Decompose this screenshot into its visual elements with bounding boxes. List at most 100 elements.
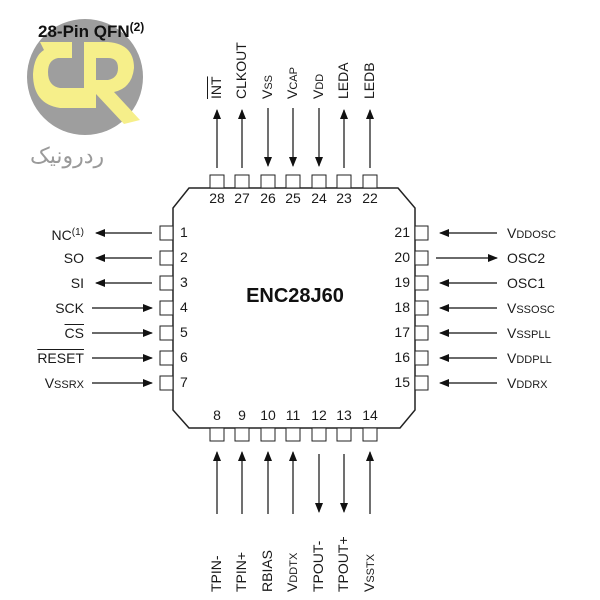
pin-label-text: CS bbox=[64, 325, 84, 341]
pin-number-1: 1 bbox=[180, 224, 188, 240]
pin-label-main: V bbox=[44, 375, 55, 391]
pin-number-11: 11 bbox=[285, 407, 301, 423]
pin-pad-6 bbox=[159, 350, 174, 366]
pin-label-subscript: SSTX bbox=[365, 553, 377, 583]
pin-label-11: VDDTX bbox=[284, 552, 301, 592]
pin-pad-22 bbox=[362, 174, 378, 189]
pin-pad-27 bbox=[234, 174, 250, 189]
pin-number-6: 6 bbox=[180, 349, 188, 365]
pin-label-main: V bbox=[507, 375, 517, 391]
pin-label-main: V bbox=[284, 89, 300, 99]
pin-label-14: VSSTX bbox=[361, 553, 378, 592]
pin-number-13: 13 bbox=[336, 407, 352, 423]
pin-label-19: OSC1 bbox=[507, 276, 545, 290]
pin-label-subscript: DDPLL bbox=[516, 354, 552, 366]
pin-number-8: 8 bbox=[213, 407, 221, 423]
pin-pad-17 bbox=[414, 325, 429, 341]
pin-label-main: V bbox=[507, 225, 517, 241]
chip-body bbox=[172, 187, 416, 429]
pin-label-8: TPIN- bbox=[208, 555, 224, 592]
pin-label-text: NC bbox=[51, 227, 72, 243]
pin-label-main: V bbox=[507, 350, 517, 366]
pin-label-5: CS bbox=[65, 326, 84, 340]
pin-number-20: 20 bbox=[394, 249, 410, 265]
pin-number-21: 21 bbox=[394, 224, 410, 240]
watermark-text: ردرونیک bbox=[30, 143, 105, 168]
pin-pad-9 bbox=[234, 427, 250, 442]
pin-pad-4 bbox=[159, 300, 174, 316]
pin-label-text: LEDB bbox=[361, 62, 377, 99]
pin-pad-13 bbox=[336, 427, 352, 442]
pin-number-4: 4 bbox=[180, 299, 188, 315]
pin-label-3: SI bbox=[71, 276, 84, 290]
pin-number-27: 27 bbox=[234, 190, 250, 206]
pin-pad-24 bbox=[311, 174, 327, 189]
pin-label-2: SO bbox=[64, 251, 84, 265]
pin-label-subscript: CAP bbox=[288, 67, 300, 90]
pin-pad-5 bbox=[159, 325, 174, 341]
pin-label-24: VDD bbox=[310, 73, 327, 99]
pin-label-18: VSSOSC bbox=[507, 301, 555, 317]
pin-number-10: 10 bbox=[260, 407, 276, 423]
pin-label-subscript: DD bbox=[314, 73, 326, 90]
pin-pad-26 bbox=[260, 174, 276, 189]
pin-number-19: 19 bbox=[394, 274, 410, 290]
pin-label-subscript: DDTX bbox=[288, 552, 300, 583]
pin-number-24: 24 bbox=[311, 190, 327, 206]
pin-label-main: V bbox=[361, 582, 377, 592]
pin-label-25: VCAP bbox=[284, 67, 301, 99]
pin-pad-18 bbox=[414, 300, 429, 316]
pin-number-2: 2 bbox=[180, 249, 188, 265]
pin-label-17: VSSPLL bbox=[507, 326, 551, 342]
pin-label-main: V bbox=[259, 89, 275, 99]
pin-pad-1 bbox=[159, 225, 174, 241]
pin-number-5: 5 bbox=[180, 324, 188, 340]
diagram-title: 28-Pin QFN(2) bbox=[38, 20, 144, 42]
pin-pad-12 bbox=[311, 427, 327, 442]
pin-pad-3 bbox=[159, 275, 174, 291]
pin-label-text: SO bbox=[63, 250, 84, 266]
pin-number-15: 15 bbox=[394, 374, 410, 390]
pin-label-text: TPOUT- bbox=[310, 540, 326, 592]
pin-label-text: RBIAS bbox=[259, 549, 275, 592]
pin-pad-14 bbox=[362, 427, 378, 442]
pin-label-10: RBIAS bbox=[259, 549, 275, 592]
pin-number-12: 12 bbox=[311, 407, 327, 423]
pin-label-26: VSS bbox=[259, 75, 276, 99]
pin-label-22: LEDB bbox=[361, 62, 377, 99]
pin-number-23: 23 bbox=[336, 190, 352, 206]
pin-label-27: CLKOUT bbox=[233, 42, 249, 99]
pin-pad-19 bbox=[414, 275, 429, 291]
pin-label-1: NC(1) bbox=[52, 226, 84, 242]
pin-pad-16 bbox=[414, 350, 429, 366]
pin-label-text: CLKOUT bbox=[233, 42, 249, 99]
pin-number-28: 28 bbox=[209, 190, 225, 206]
pin-pad-2 bbox=[159, 250, 174, 266]
pin-label-subscript: DDOSC bbox=[516, 229, 557, 241]
title-text: 28-Pin QFN bbox=[38, 22, 130, 41]
pin-label-main: V bbox=[507, 300, 517, 316]
pin-label-subscript: SSOSC bbox=[516, 304, 555, 316]
pin-number-26: 26 bbox=[260, 190, 276, 206]
pin-label-text: OSC2 bbox=[507, 250, 546, 266]
pin-number-16: 16 bbox=[394, 349, 410, 365]
pin-number-22: 22 bbox=[362, 190, 378, 206]
pin-label-21: VDDOSC bbox=[507, 226, 556, 242]
pin-label-16: VDDPLL bbox=[507, 351, 552, 367]
logo-rr-glyph bbox=[33, 42, 140, 124]
pin-label-text: TPIN- bbox=[208, 555, 224, 592]
pin-label-main: V bbox=[310, 89, 326, 99]
pin-label-9: TPIN+ bbox=[233, 552, 249, 592]
pin-label-text: INT bbox=[208, 76, 224, 99]
pin-number-18: 18 bbox=[394, 299, 410, 315]
pin-label-7: VSSRX bbox=[45, 376, 84, 392]
pin-number-9: 9 bbox=[238, 407, 246, 423]
pin-label-23: LEDA bbox=[335, 62, 351, 99]
pin-label-28: INT bbox=[208, 76, 224, 99]
pin-number-17: 17 bbox=[394, 324, 410, 340]
pin-pad-8 bbox=[209, 427, 225, 442]
chip-part-number: ENC28J60 bbox=[246, 285, 344, 307]
pin-pad-23 bbox=[336, 174, 352, 189]
